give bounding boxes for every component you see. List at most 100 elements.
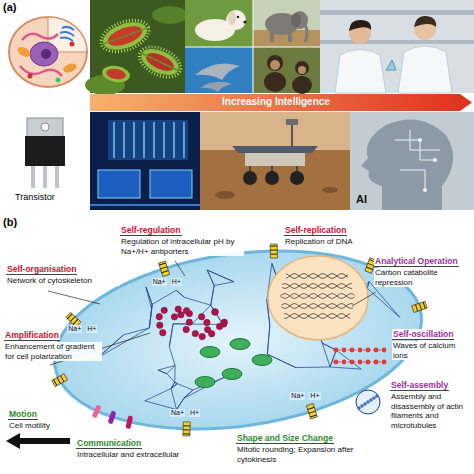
- signal-molecules: [183, 326, 189, 332]
- cell-photo: [41, 49, 51, 59]
- receptor: [92, 404, 102, 418]
- receptor: [108, 410, 117, 424]
- calcium-waves: [334, 348, 339, 353]
- scientists-photo: [349, 20, 371, 31]
- computers-photo: [150, 170, 192, 198]
- callout-heading: Self-oscillation: [392, 329, 454, 340]
- scientists-photo: [320, 10, 474, 15]
- venus-flytrap-photo: [135, 41, 186, 83]
- ion-label: H+: [86, 325, 97, 333]
- rover-photo: [265, 171, 279, 185]
- dna-strand: [286, 274, 348, 279]
- cell-photo: [0, 0, 90, 93]
- cytoskeleton: [169, 346, 175, 366]
- ion-channel: [306, 403, 317, 418]
- cytoskeleton: [171, 384, 178, 389]
- calcium-waves: [342, 348, 347, 353]
- transistor-photo: [0, 112, 90, 210]
- ion-channel: [412, 301, 428, 312]
- callout-heading: Analytical Operation: [374, 256, 459, 267]
- cell-photo: [56, 78, 61, 83]
- ion-label: Na+: [67, 325, 82, 333]
- filament-inset: [366, 400, 370, 404]
- ion-label: Na+: [290, 392, 305, 400]
- callout-text: Network of cytoskeleton: [6, 276, 120, 286]
- callout-text: Enhancement of gradient for cell polariz…: [4, 342, 102, 361]
- signal-molecules: [156, 306, 227, 340]
- calcium-waves: [350, 360, 355, 365]
- calcium-waves: [366, 360, 371, 365]
- cell-photo: [70, 42, 75, 47]
- leader-line: [48, 291, 100, 304]
- cytoskeleton: [207, 267, 234, 286]
- rover-photo: [200, 112, 350, 210]
- nucleus: [268, 256, 368, 340]
- transistor-photo: [25, 136, 65, 166]
- receptor: [92, 404, 134, 429]
- cytoskeleton: [123, 328, 150, 335]
- kinase-molecules: [195, 339, 272, 388]
- ion-channel: [183, 426, 190, 434]
- venus-flytrap-photo: [101, 64, 131, 85]
- dna-strand: [281, 294, 355, 299]
- ion-channel: [159, 261, 170, 276]
- cytoskeleton: [171, 388, 176, 410]
- animals-photo: [291, 13, 301, 27]
- panel-label: (a): [2, 1, 17, 14]
- image-caption: Transistor: [14, 192, 56, 203]
- computers-photo: [90, 112, 200, 210]
- cytoskeleton: [175, 398, 185, 409]
- venus-flytrap-photo: [101, 64, 131, 85]
- transistor-photo: [27, 118, 63, 138]
- dna-strand: [281, 304, 353, 309]
- animals-photo: [237, 16, 239, 18]
- rover-photo: [232, 146, 318, 153]
- ai-head-photo: [433, 158, 437, 162]
- cytoskeleton: [166, 324, 176, 347]
- ion-label: H+: [189, 409, 200, 417]
- cytoskeleton: [183, 390, 194, 398]
- cytoskeleton: [172, 365, 177, 382]
- cytoskeleton: [177, 382, 193, 393]
- leader-line: [175, 261, 185, 276]
- callout-heading: Amplification: [4, 330, 60, 341]
- ion-channel: [52, 244, 427, 436]
- cell-photo: [22, 34, 58, 40]
- callout-heading: Self-assembly: [390, 380, 449, 391]
- callout-text: Cell motility: [8, 421, 90, 431]
- nucleus: [268, 256, 368, 340]
- ai-head-photo: [350, 112, 474, 210]
- venus-flytrap-photo: [105, 67, 126, 80]
- ion-label: Na+: [170, 409, 185, 417]
- callout-text: Mitotic rounding; Expansion after cytoki…: [236, 445, 363, 464]
- cytoskeleton: [88, 244, 408, 419]
- cytoskeleton: [176, 289, 184, 298]
- cytoskeleton: [166, 324, 176, 347]
- animals-photo: [185, 47, 253, 93]
- cytoskeleton: [367, 284, 400, 321]
- animals-photo: [195, 63, 240, 80]
- rover-photo: [291, 124, 293, 146]
- cell-photo: [28, 74, 33, 79]
- ion-channel: [67, 314, 78, 325]
- cell-photo: [30, 42, 58, 66]
- dna-strand: [286, 274, 348, 279]
- rover-photo: [286, 119, 298, 125]
- cell-photo: [62, 62, 78, 74]
- banner-text: Increasing Intelligence: [90, 94, 472, 110]
- animals-photo: [267, 55, 283, 71]
- transistor-photo: [0, 112, 90, 210]
- filament-inset: [356, 390, 380, 414]
- scientists-photo: [398, 46, 452, 93]
- calcium-waves: [334, 360, 339, 365]
- calcium-waves: [350, 348, 355, 353]
- animals-photo: [253, 47, 320, 93]
- arrow-shape: [90, 94, 472, 111]
- scientists-photo: [320, 0, 474, 93]
- cytoskeleton: [176, 289, 184, 298]
- ion-channel: [52, 374, 68, 387]
- signal-molecules: [204, 319, 210, 325]
- rover-photo: [243, 171, 257, 185]
- image-caption: AI: [356, 193, 367, 206]
- filament-inset: [357, 406, 361, 410]
